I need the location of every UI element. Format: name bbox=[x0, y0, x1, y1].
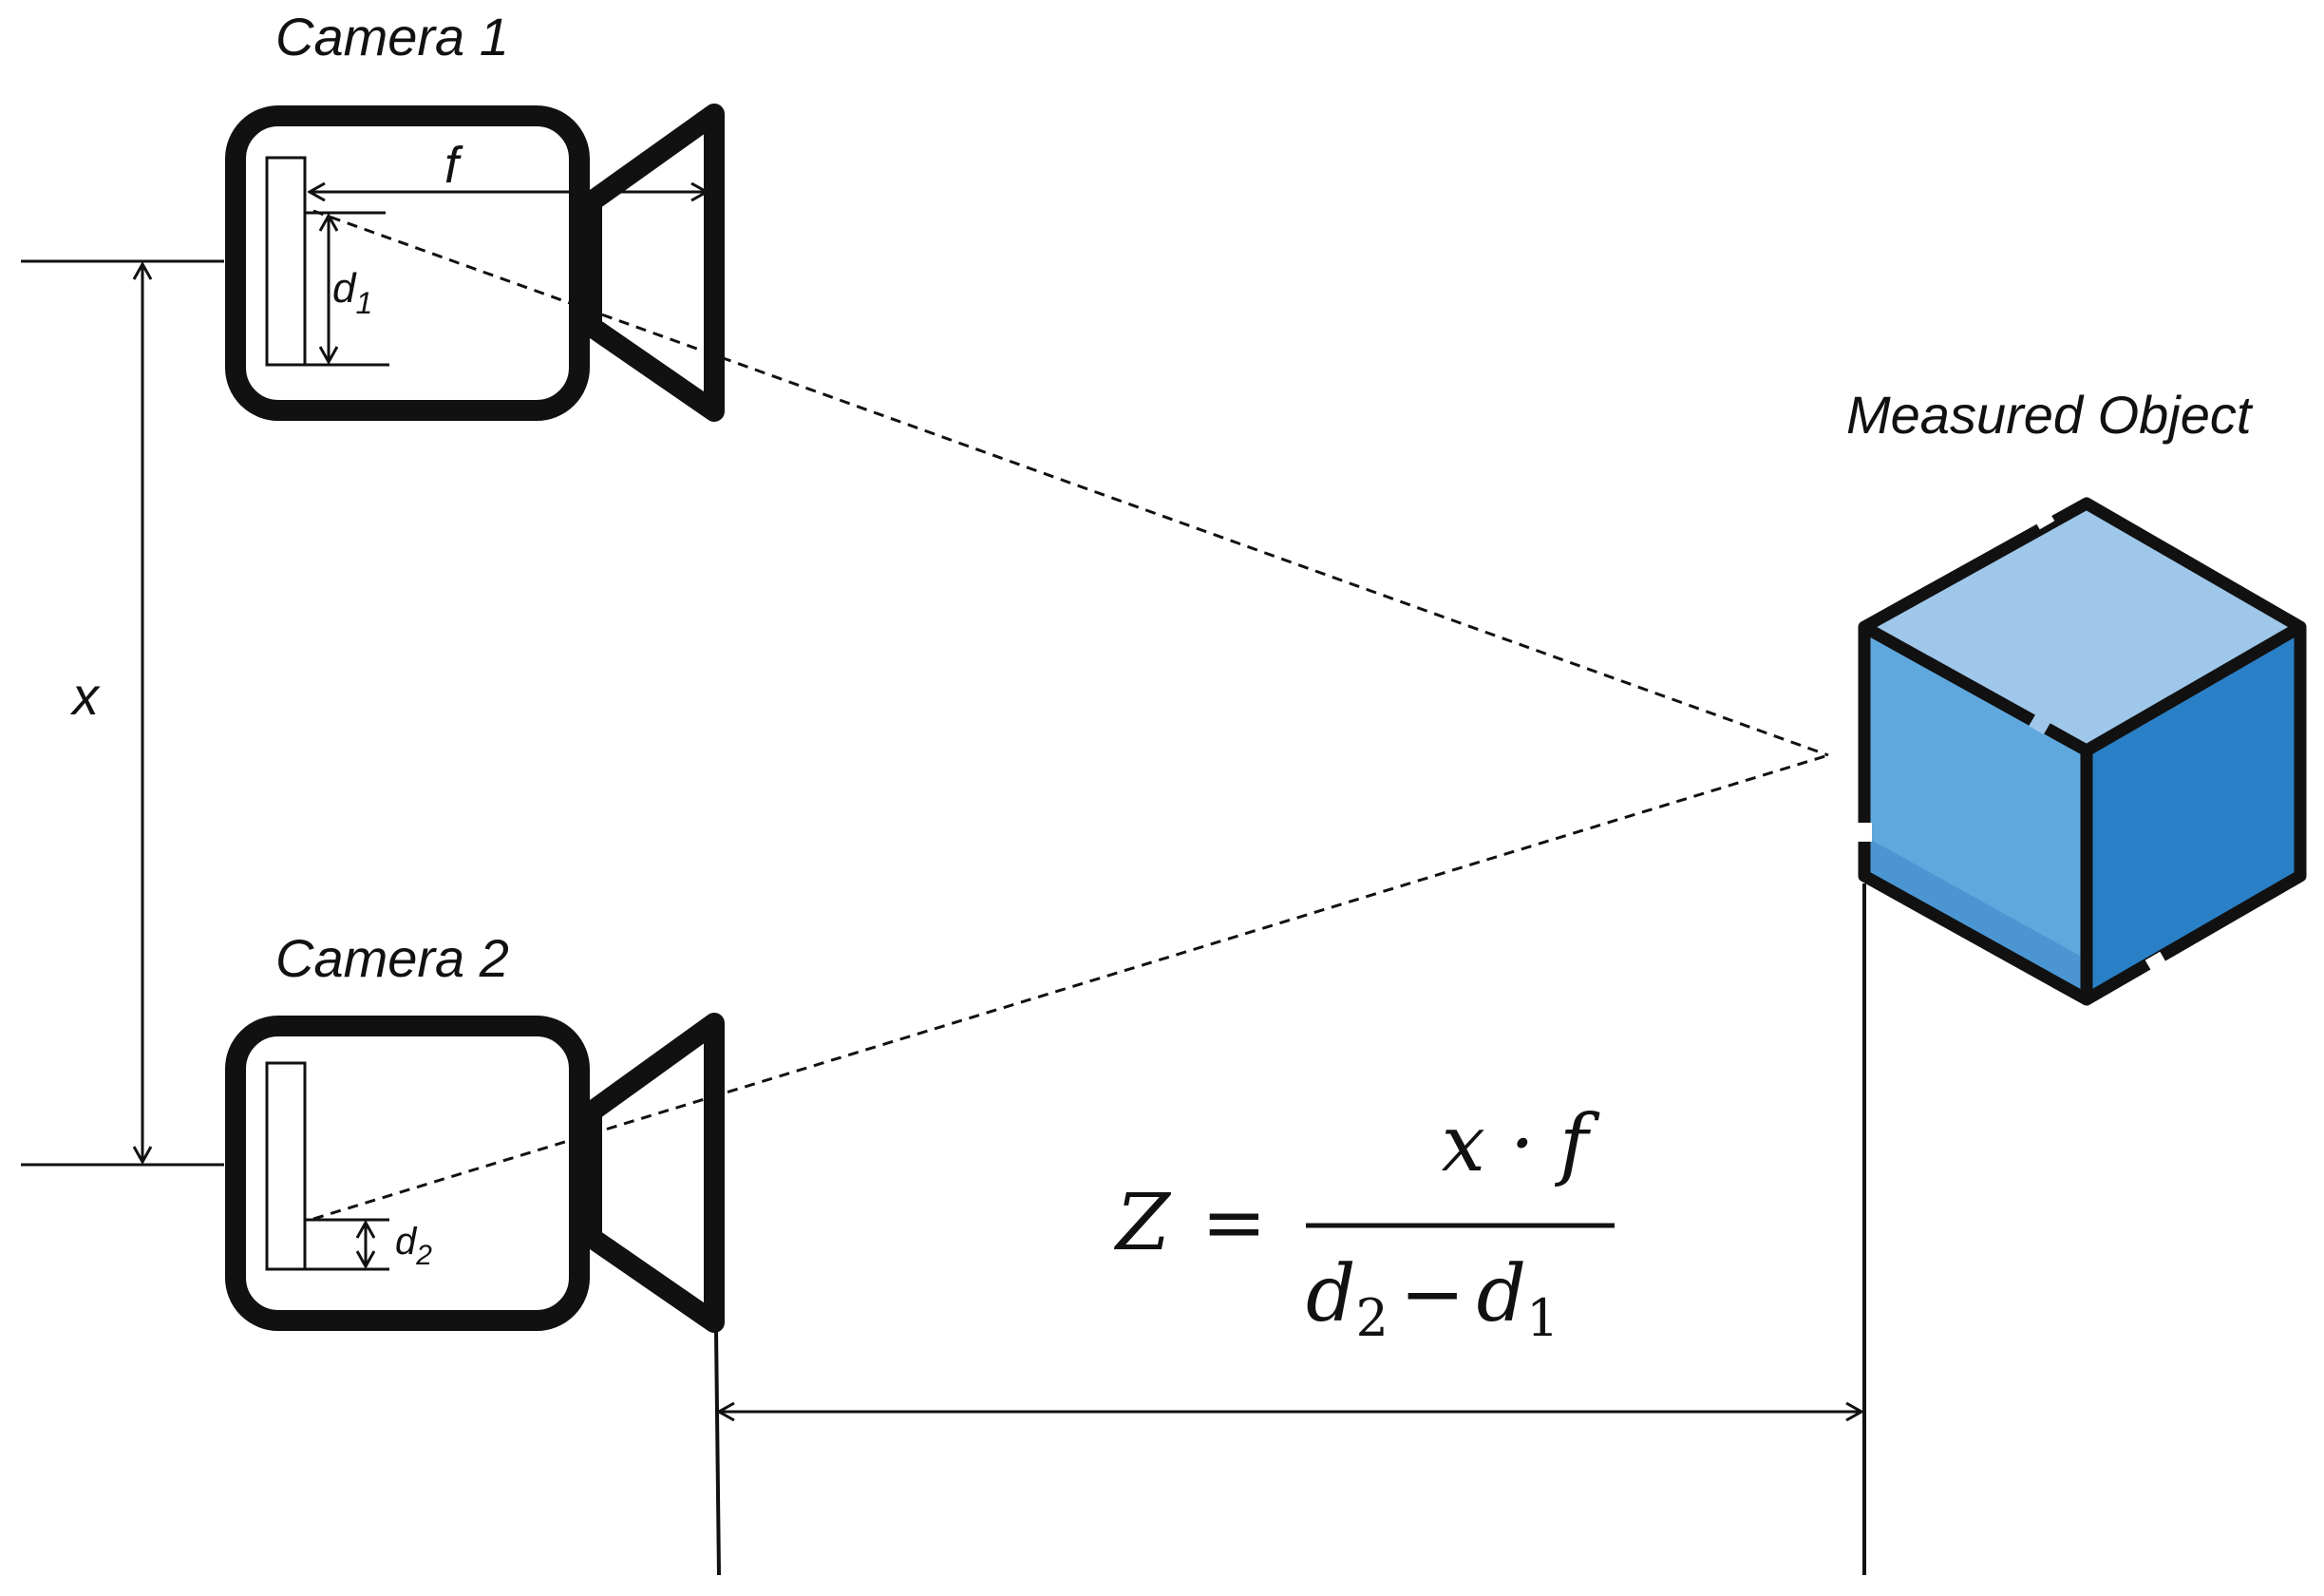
formula-denominator: d2−d1 bbox=[1306, 1249, 1559, 1348]
ray-camera-2 bbox=[312, 753, 1829, 1221]
camera-2-icon bbox=[225, 1013, 725, 1333]
depth-left-line bbox=[714, 1329, 721, 1576]
formula-lhs: Z bbox=[1113, 1178, 1172, 1268]
camera-2-label: Camera 2 bbox=[275, 928, 509, 988]
formula-equals: = bbox=[1201, 1178, 1267, 1268]
cube-left-band bbox=[1864, 836, 2087, 999]
d2-label: d2 bbox=[395, 1221, 432, 1271]
camera-1-label: Camera 1 bbox=[275, 7, 509, 66]
formula-numerator: x · f bbox=[1442, 1099, 1600, 1189]
camera-2-sensor bbox=[265, 1061, 307, 1271]
camera-1-sensor bbox=[265, 156, 307, 367]
camera-1-icon bbox=[225, 104, 725, 422]
ray-camera-1 bbox=[312, 209, 1829, 757]
cube-icon bbox=[1857, 497, 2307, 1006]
depth-formula: Z = x · f d2−d1 bbox=[1113, 1099, 1615, 1348]
focal-length-label: f bbox=[444, 137, 463, 194]
baseline-label: x bbox=[69, 666, 101, 726]
cube-outline bbox=[1858, 497, 2307, 1006]
measured-object-label: Measured Object bbox=[1846, 385, 2254, 445]
d1-label: d1 bbox=[332, 265, 372, 320]
